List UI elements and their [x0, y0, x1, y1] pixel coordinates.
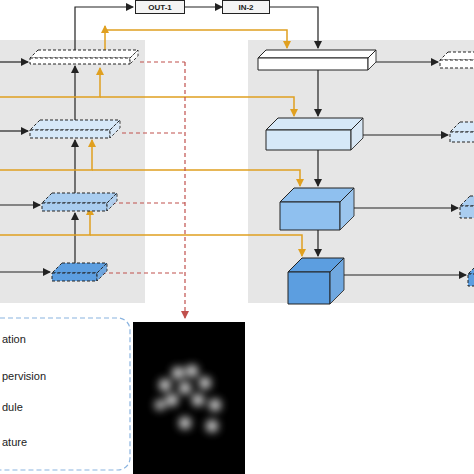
process-box: OUT-1	[135, 0, 185, 14]
feature-plate	[258, 50, 376, 70]
feature-plate	[280, 188, 354, 230]
input-arrows	[0, 7, 466, 275]
legend-text: dule	[2, 401, 23, 413]
feature-plate	[266, 118, 363, 150]
feature-plates	[30, 50, 474, 304]
encoder-panel	[0, 40, 145, 303]
box-label: OUT-1	[148, 3, 172, 12]
process-box: IN-2	[222, 0, 270, 14]
supervision-lines	[102, 62, 185, 318]
legend-text: pervision	[2, 370, 46, 382]
feature-plate	[52, 263, 107, 281]
heatmap-image	[133, 322, 245, 474]
feature-plate	[450, 122, 474, 142]
decoder-panel	[248, 40, 474, 303]
feature-plate	[30, 120, 120, 138]
box-label: IN-2	[238, 3, 253, 12]
feature-plate	[440, 52, 474, 68]
feature-plate	[42, 193, 117, 211]
legend-text: ature	[2, 436, 27, 448]
flow-arrow	[185, 6, 222, 7]
feature-plate	[460, 196, 474, 218]
feature-plate	[30, 50, 138, 64]
legend-frame	[0, 318, 130, 470]
feature-plate	[468, 264, 474, 286]
legend-text: ation	[2, 333, 26, 345]
feature-plate	[288, 258, 344, 304]
skip-connections	[0, 26, 302, 256]
